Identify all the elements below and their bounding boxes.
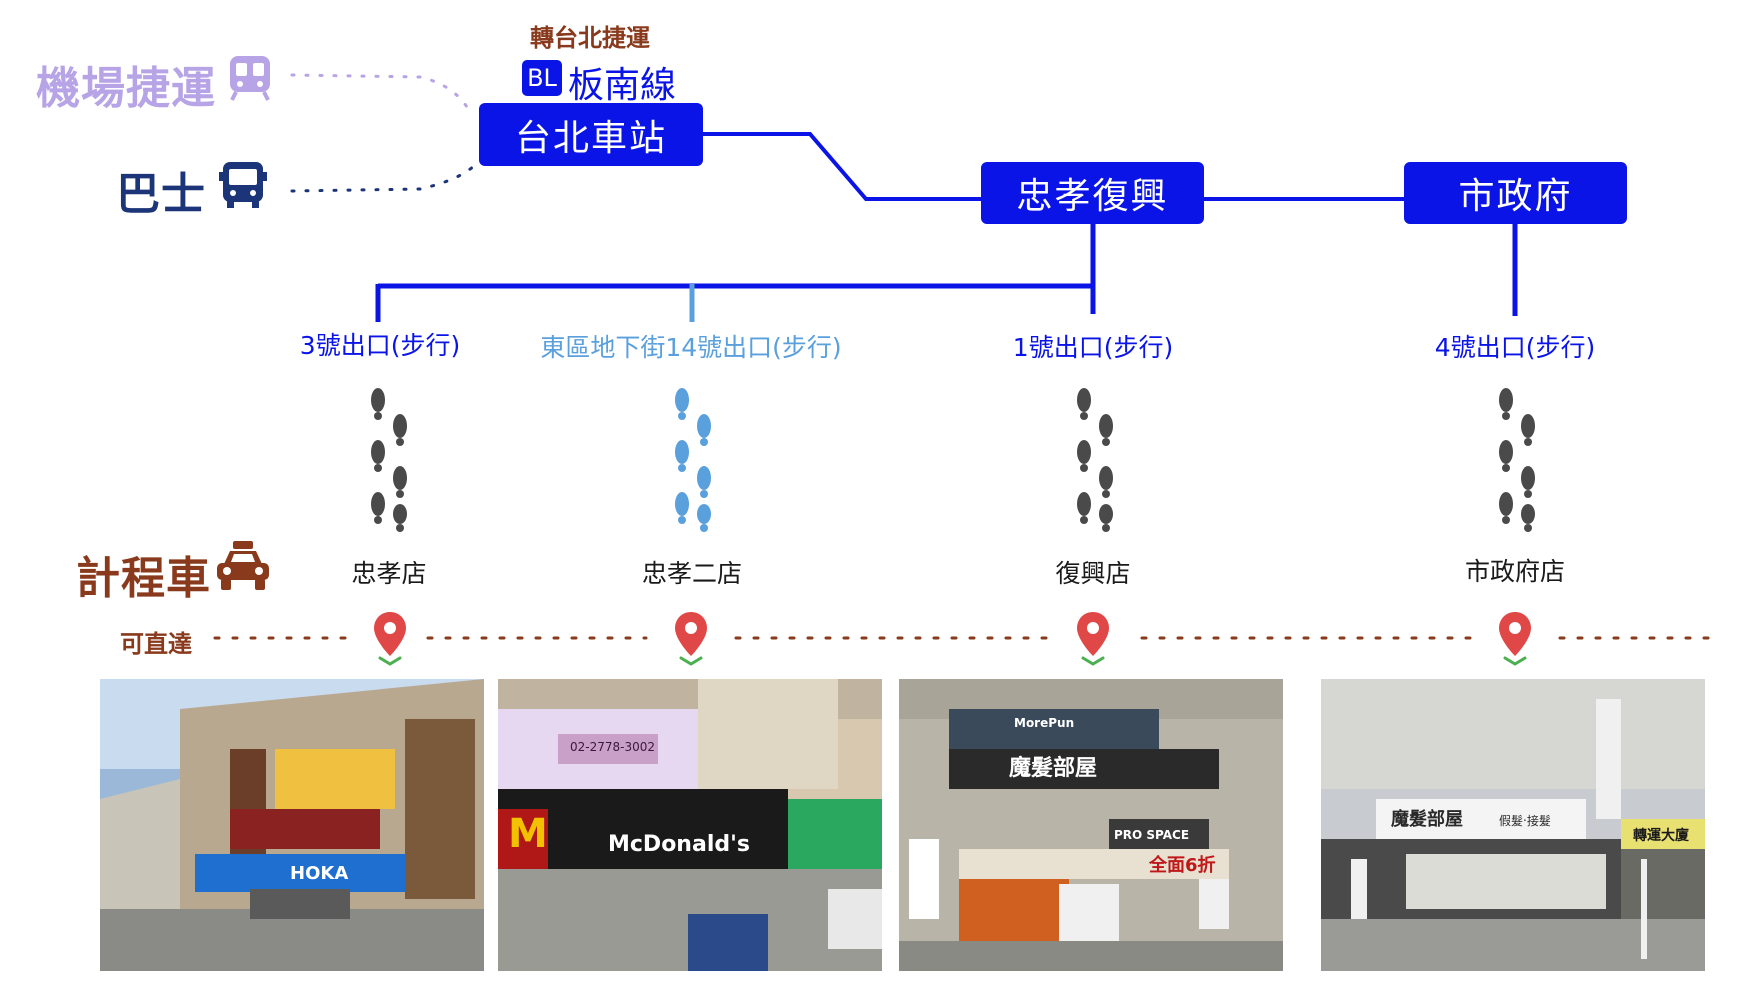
train-icon	[230, 56, 270, 101]
svg-text:M: M	[508, 811, 548, 857]
store-photo-city-hall[interactable]: 魔髮部屋 假髮‧接髮 轉運大廈	[1321, 679, 1705, 971]
bus-label: 巴士	[116, 169, 206, 220]
map-pin-icon[interactable]	[1496, 610, 1534, 666]
footprints-underground-icon	[675, 388, 711, 532]
metro-line-segment-1	[702, 132, 982, 201]
photo-sign-text: 魔髮部屋	[1009, 755, 1097, 781]
store-label-zhongxiao-2: 忠孝二店	[641, 559, 743, 588]
photo-sign-text: HOKA	[290, 863, 348, 884]
store-photo-fuxing[interactable]: MorePun 魔髮部屋 PRO SPACE 全面6折	[899, 679, 1283, 971]
store-photo-zhongxiao[interactable]: HOKA	[100, 679, 484, 971]
photo-sign-text: 02-2778-3002	[570, 740, 655, 754]
transfer-caption: 轉台北捷運	[530, 24, 650, 52]
footprints-icon	[371, 388, 407, 532]
exit-label-1: 1號出口(步行)	[1012, 333, 1174, 362]
photo-sign-text: 魔髮部屋	[1391, 808, 1463, 830]
taxi-label: 計程車	[76, 553, 211, 604]
bus-icon	[219, 162, 267, 208]
airport-connector-dots	[290, 73, 472, 114]
map-pin-icon[interactable]	[1074, 610, 1112, 666]
station-city-hall[interactable]: 市政府	[1404, 162, 1627, 224]
photo-sign-text: 假髮‧接髮	[1499, 813, 1551, 828]
footprints-icon	[1077, 388, 1113, 532]
airport-mrt-label: 機場捷運	[36, 63, 216, 114]
photo-sign-text: MorePun	[1014, 716, 1074, 730]
photo-sign-text: 轉運大廈	[1633, 827, 1689, 844]
direct-label: 可直達	[120, 630, 192, 658]
store-label-zhongxiao: 忠孝店	[351, 559, 427, 588]
taxi-icon	[217, 541, 269, 590]
photo-sign-text: McDonald's	[608, 832, 750, 857]
map-pin-icon[interactable]	[371, 610, 409, 666]
store-label-city-hall: 市政府店	[1464, 557, 1566, 586]
photo-sign-text: 全面6折	[1148, 854, 1216, 876]
station-taipei-main[interactable]: 台北車站	[479, 103, 703, 166]
store-photo-zhongxiao-2[interactable]: M McDonald's 02-2778-3002	[498, 679, 882, 971]
footprints-icon	[1499, 388, 1535, 532]
station-zhongxiao-fuxing[interactable]: 忠孝復興	[981, 162, 1204, 224]
bl-line-badge: BL	[522, 60, 562, 96]
store-label-fuxing: 復興店	[1055, 559, 1131, 588]
exit-label-4: 4號出口(步行)	[1434, 333, 1596, 362]
bl-line-name: 板南線	[568, 65, 677, 106]
exit-label-3: 3號出口(步行)	[299, 331, 461, 360]
exit-label-14: 東區地下街14號出口(步行)	[540, 333, 842, 362]
photo-sign-text: PRO SPACE	[1114, 828, 1189, 842]
map-pin-icon[interactable]	[672, 610, 710, 666]
bus-connector-dots	[290, 162, 478, 193]
